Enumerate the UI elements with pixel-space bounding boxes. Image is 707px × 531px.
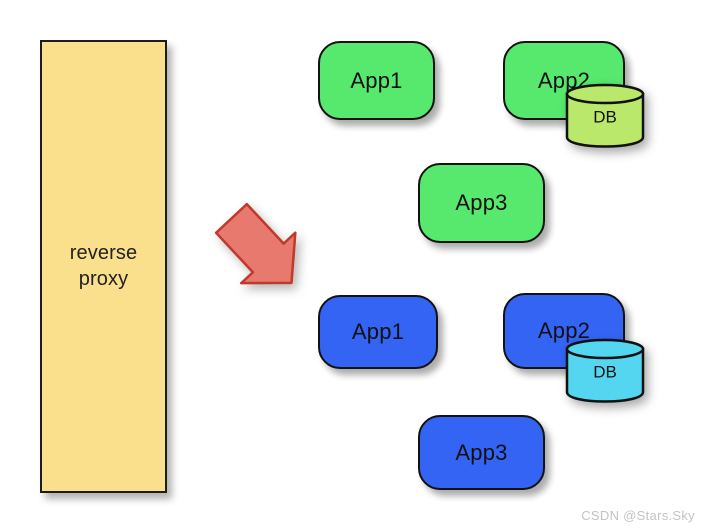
database-cylinder-green[interactable]: DB: [565, 83, 645, 148]
app-node-green-app2[interactable]: App2: [503, 41, 625, 120]
app-node-blue-app3[interactable]: App3: [418, 415, 545, 490]
database-cylinder-blue[interactable]: DB: [565, 338, 645, 403]
reverse-proxy-box: reverse proxy: [40, 40, 167, 493]
app-node-label: App3: [455, 439, 508, 465]
watermark-text: CSDN @Stars.Sky: [581, 508, 695, 523]
app-node-green-app3[interactable]: App3: [418, 163, 545, 243]
app-node-blue-app1[interactable]: App1: [318, 295, 438, 369]
app-node-green-app1[interactable]: App1: [318, 41, 435, 120]
app-node-label: App1: [351, 319, 405, 344]
flow-arrow-icon: [210, 202, 310, 301]
app-node-label: App1: [350, 67, 403, 93]
app-node-label: App3: [455, 190, 508, 215]
reverse-proxy-label: reverse proxy: [69, 241, 138, 290]
app-node-label: App2: [537, 318, 591, 343]
